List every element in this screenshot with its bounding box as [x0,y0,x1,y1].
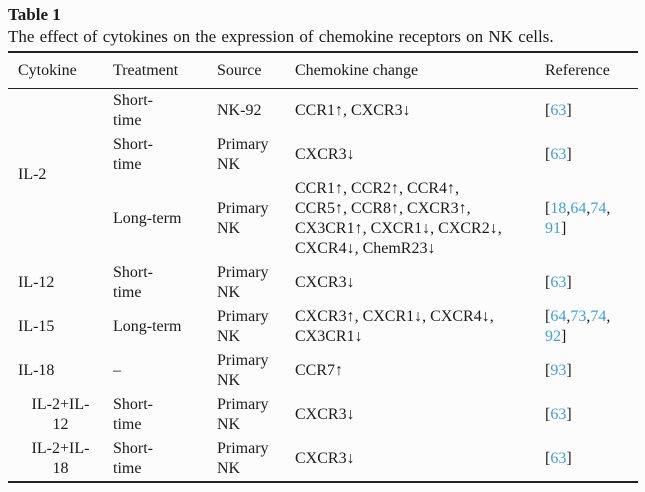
reference-link[interactable]: 64 [570,200,587,217]
reference-cell: [63] [545,274,572,291]
table-row: Short- time Primary NK CXCR3↓ [63] [8,133,638,177]
reference-cell: [63] [545,102,572,119]
column-header-cytokine: Cytokine [8,52,113,89]
treatment-cell: Long-term [113,318,182,335]
reference-cell: [18,64,74, 91] [545,200,611,237]
reference-cell: [63] [545,406,572,423]
cytokine-cell: IL-2+IL- 18 [31,440,90,477]
source-cell: Primary NK [217,440,269,477]
treatment-cell: – [113,362,121,379]
treatment-cell: Long-term [113,210,182,227]
reference-link[interactable]: 74 [590,308,607,325]
chemokine-change-cell: CXCR3↓ [295,274,355,291]
reference-cell: [93] [545,362,572,379]
source-cell: Primary NK [217,136,269,173]
chemokine-change-cell: CXCR3↓ [295,450,355,467]
table-row: IL-2 Short- time NK-92 CCR1↑, CXCR3↓ [63] [8,89,638,183]
chemokine-change-cell: CCR1↑, CXCR3↓ [295,102,411,119]
reference-link[interactable]: 63 [550,102,567,119]
reference-link[interactable]: 74 [590,200,607,217]
source-cell: NK-92 [217,102,262,119]
treatment-cell: Short- time [113,396,153,433]
column-header-source: Source [217,52,295,89]
table-row: IL-12 Short- time Primary NK CXCR3↓ [63] [8,261,638,305]
reference-link[interactable]: 63 [550,406,567,423]
reference-link[interactable]: 64 [550,308,567,325]
treatment-cell: Short- time [113,264,153,301]
source-cell: Primary NK [217,308,269,345]
reference-link[interactable]: 63 [550,450,567,467]
cytokine-cell: IL-18 [18,362,55,379]
source-cell: Primary NK [217,264,269,301]
cytokine-chemokine-table: Cytokine Treatment Source Chemokine chan… [8,51,638,483]
source-cell: Primary NK [217,352,269,389]
chemokine-change-cell: CXCR3↓ [295,406,355,423]
reference-cell: [64,73,74, 92] [545,308,611,345]
cytokine-cell: IL-12 [18,274,55,291]
chemokine-change-cell: CCR7↑ [295,362,344,379]
column-header-reference: Reference [545,52,638,89]
table-row: IL-2+IL- 12 Short- time Primary NK CXCR3↓ [6… [8,393,638,437]
table-row: Long-term Primary NK CCR1↑, CCR2↑, CCR4↑, … [8,177,638,261]
table-row: IL-18 – Primary NK CCR7↑ [93] [8,349,638,393]
chemokine-change-cell: CCR1↑, CCR2↑, CCR4↑, CCR5↑, CCR8↑, CXCR3… [295,180,502,257]
reference-link[interactable]: 18 [550,200,567,217]
reference-link[interactable]: 63 [550,146,567,163]
cytokine-cell: IL-2+IL- 12 [31,396,90,433]
treatment-cell: Short- time [113,440,153,477]
reference-link[interactable]: 63 [550,274,567,291]
table-caption: The effect of cytokines on the expressio… [8,27,554,46]
chemokine-change-cell: CXCR3↑, CXCR1↓, CXCR4↓, CX3CR1↓ [295,308,494,345]
reference-cell: [63] [545,450,572,467]
source-cell: Primary NK [217,200,269,237]
table-row: IL-2+IL- 18 Short- time Primary NK CXCR3↓ [6… [8,437,638,482]
header-row: Cytokine Treatment Source Chemokine chan… [8,52,638,89]
cytokine-cell: IL-2 [18,166,47,183]
reference-link[interactable]: 91 [545,220,561,237]
column-header-treatment: Treatment [113,52,217,89]
reference-link[interactable]: 73 [570,308,587,325]
cytokine-cell: IL-15 [18,318,55,335]
reference-link[interactable]: 92 [545,328,561,345]
reference-cell: [63] [545,146,572,163]
treatment-cell: Short- time [113,136,153,173]
column-header-chemokine-change: Chemokine change [295,52,545,89]
table-label: Table 1 [8,5,61,24]
table-row: IL-15 Long-term Primary NK CXCR3↑, CXCR1↓, … [8,305,638,349]
treatment-cell: Short- time [113,92,153,129]
chemokine-change-cell: CXCR3↓ [295,146,355,163]
reference-link[interactable]: 93 [550,362,567,379]
source-cell: Primary NK [217,396,269,433]
